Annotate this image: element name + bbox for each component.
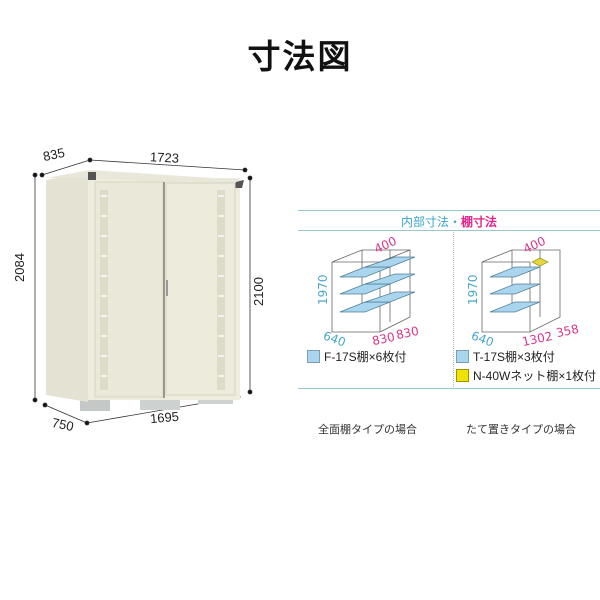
legend-label: F-17S棚×6枚付 — [324, 350, 407, 364]
page-title: 寸法図 — [247, 37, 353, 76]
vertical-shelf-diagram — [481, 249, 561, 333]
panel-header-rule — [298, 230, 600, 231]
dim-left-height: 2084 — [12, 253, 27, 282]
legend-full-shelf: F-17S棚×6枚付 — [307, 348, 406, 365]
dim-right-height: 2100 — [251, 277, 266, 306]
header-shelf: 棚寸法 — [461, 215, 498, 229]
header-sep: ・ — [448, 215, 461, 229]
caption-full-shelf: 全面棚タイプの場合 — [318, 423, 417, 436]
right-width-b: 358 — [554, 321, 581, 341]
net-swatch-icon — [456, 369, 469, 382]
dim-bottom-width: 1695 — [149, 408, 180, 427]
legend-net-shelf: N-40Wネット棚×1枚付 — [456, 367, 596, 384]
left-height: 1970 — [316, 274, 330, 305]
panel-bottom-rule — [298, 388, 600, 389]
caption-vertical-shelf: たて置きタイプの場合 — [466, 423, 576, 436]
panel-top-rule — [298, 210, 600, 211]
shelf-swatch-icon — [456, 350, 469, 363]
dim-top-width: 1723 — [149, 149, 180, 166]
legend-vertical-shelf: T-17S棚×3枚付 — [456, 348, 555, 365]
legend-label: T-17S棚×3枚付 — [473, 350, 555, 364]
right-height: 1970 — [466, 274, 480, 305]
full-shelf-diagram — [331, 249, 416, 333]
shed-illustration — [32, 157, 253, 426]
left-width-b: 830 — [394, 323, 421, 343]
header-internal: 内部寸法 — [400, 215, 449, 229]
left-width-a: 830 — [370, 329, 397, 349]
shelf-swatch-icon — [307, 350, 320, 363]
panel-header: 内部寸法・棚寸法 — [298, 213, 600, 230]
legend-label: N-40Wネット棚×1枚付 — [473, 369, 597, 383]
panel-divider — [453, 232, 454, 387]
